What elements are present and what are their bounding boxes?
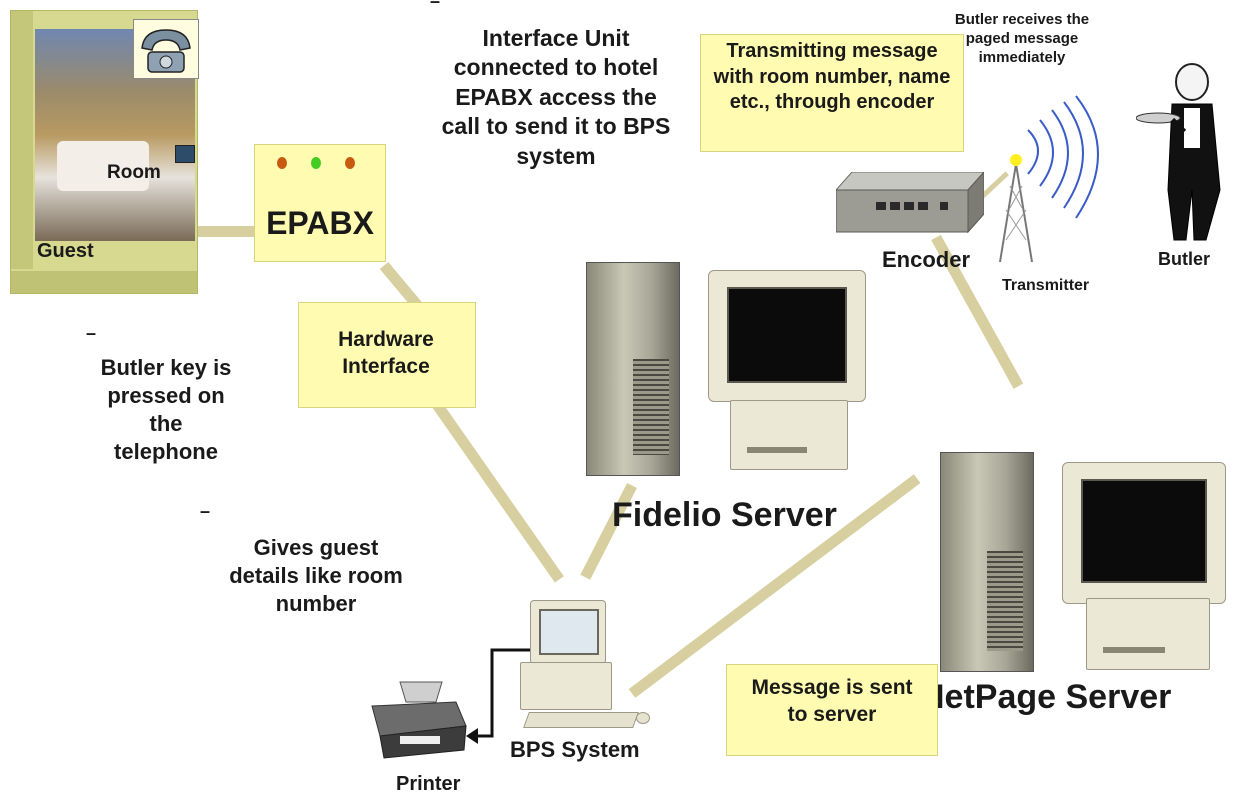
transmitter-tower <box>986 90 1126 266</box>
bps-pc-keyboard <box>523 712 639 728</box>
encoder-device <box>834 170 986 236</box>
butler-receives-text: Butler receives the paged message immedi… <box>954 11 1090 67</box>
connector-room-epabx <box>196 226 254 237</box>
epabx-box: EPABX <box>254 144 386 262</box>
fidelio-tower-grille <box>633 359 669 455</box>
bps-pc-screen <box>539 609 599 655</box>
guest-label: Guest <box>37 240 94 262</box>
netpage-server-tower <box>940 452 1034 672</box>
dash-left-1: – <box>86 323 97 343</box>
transmitting-message-box: Transmitting message with room number, n… <box>700 34 964 152</box>
netpage-drive-bay <box>1103 647 1165 653</box>
netpage-tower-grille <box>987 551 1023 651</box>
message-sent-label: Message is sent to server <box>751 676 913 726</box>
printer-device <box>364 680 468 760</box>
room-box-bevel-left <box>11 11 33 269</box>
netpage-desktop-base <box>1086 598 1210 670</box>
butler-key-text: Butler key is pressed on the telephone <box>100 355 232 465</box>
led-orange-right <box>345 157 355 169</box>
gives-guest-text: Gives guest details like room number <box>229 535 403 617</box>
bps-pc-mouse <box>636 712 650 724</box>
room-box-bevel-bottom <box>11 271 197 293</box>
dash-top: – <box>430 0 441 11</box>
led-green <box>311 157 321 169</box>
butler-figure <box>1135 60 1230 244</box>
room-label: Room <box>107 162 161 183</box>
butler-label: Butler <box>1158 249 1211 269</box>
bps-pc-case <box>520 662 612 710</box>
interface-unit-text: Interface Unit connected to hotel EPABX … <box>441 25 671 169</box>
printer-label: Printer <box>396 773 461 795</box>
netpage-monitor-screen <box>1081 479 1207 583</box>
hardware-interface-box: Hardware Interface <box>298 302 476 408</box>
hardware-interface-label: Hardware Interface <box>338 328 434 378</box>
led-orange-left <box>277 157 287 169</box>
fidelio-monitor <box>708 270 866 402</box>
fidelio-drive-bay <box>747 447 807 453</box>
transmitting-message-label: Transmitting message with room number, n… <box>713 40 951 114</box>
message-sent-box: Message is sent to server <box>726 664 938 756</box>
fidelio-desktop-base <box>730 400 848 470</box>
telephone-icon <box>133 19 199 79</box>
encoder-label: Encoder <box>882 247 971 272</box>
netpage-monitor <box>1062 462 1226 604</box>
epabx-label: EPABX <box>266 205 374 241</box>
printer-connector-arrow <box>464 648 530 746</box>
bps-pc-monitor <box>530 600 606 664</box>
netpage-server-label: NetPage Server <box>920 678 1172 716</box>
fidelio-server-tower <box>586 262 680 476</box>
dash-left-2: – <box>200 501 211 521</box>
fidelio-server-label: Fidelio Server <box>612 496 837 534</box>
fidelio-monitor-screen <box>727 287 847 383</box>
room-bed <box>57 141 149 191</box>
transmitter-label: Transmitter <box>1002 277 1090 294</box>
room-tv <box>175 145 195 163</box>
bps-system-label: BPS System <box>510 737 640 762</box>
guest-room-box: Room Guest <box>10 10 199 294</box>
connector-hardware-bps <box>427 394 564 583</box>
